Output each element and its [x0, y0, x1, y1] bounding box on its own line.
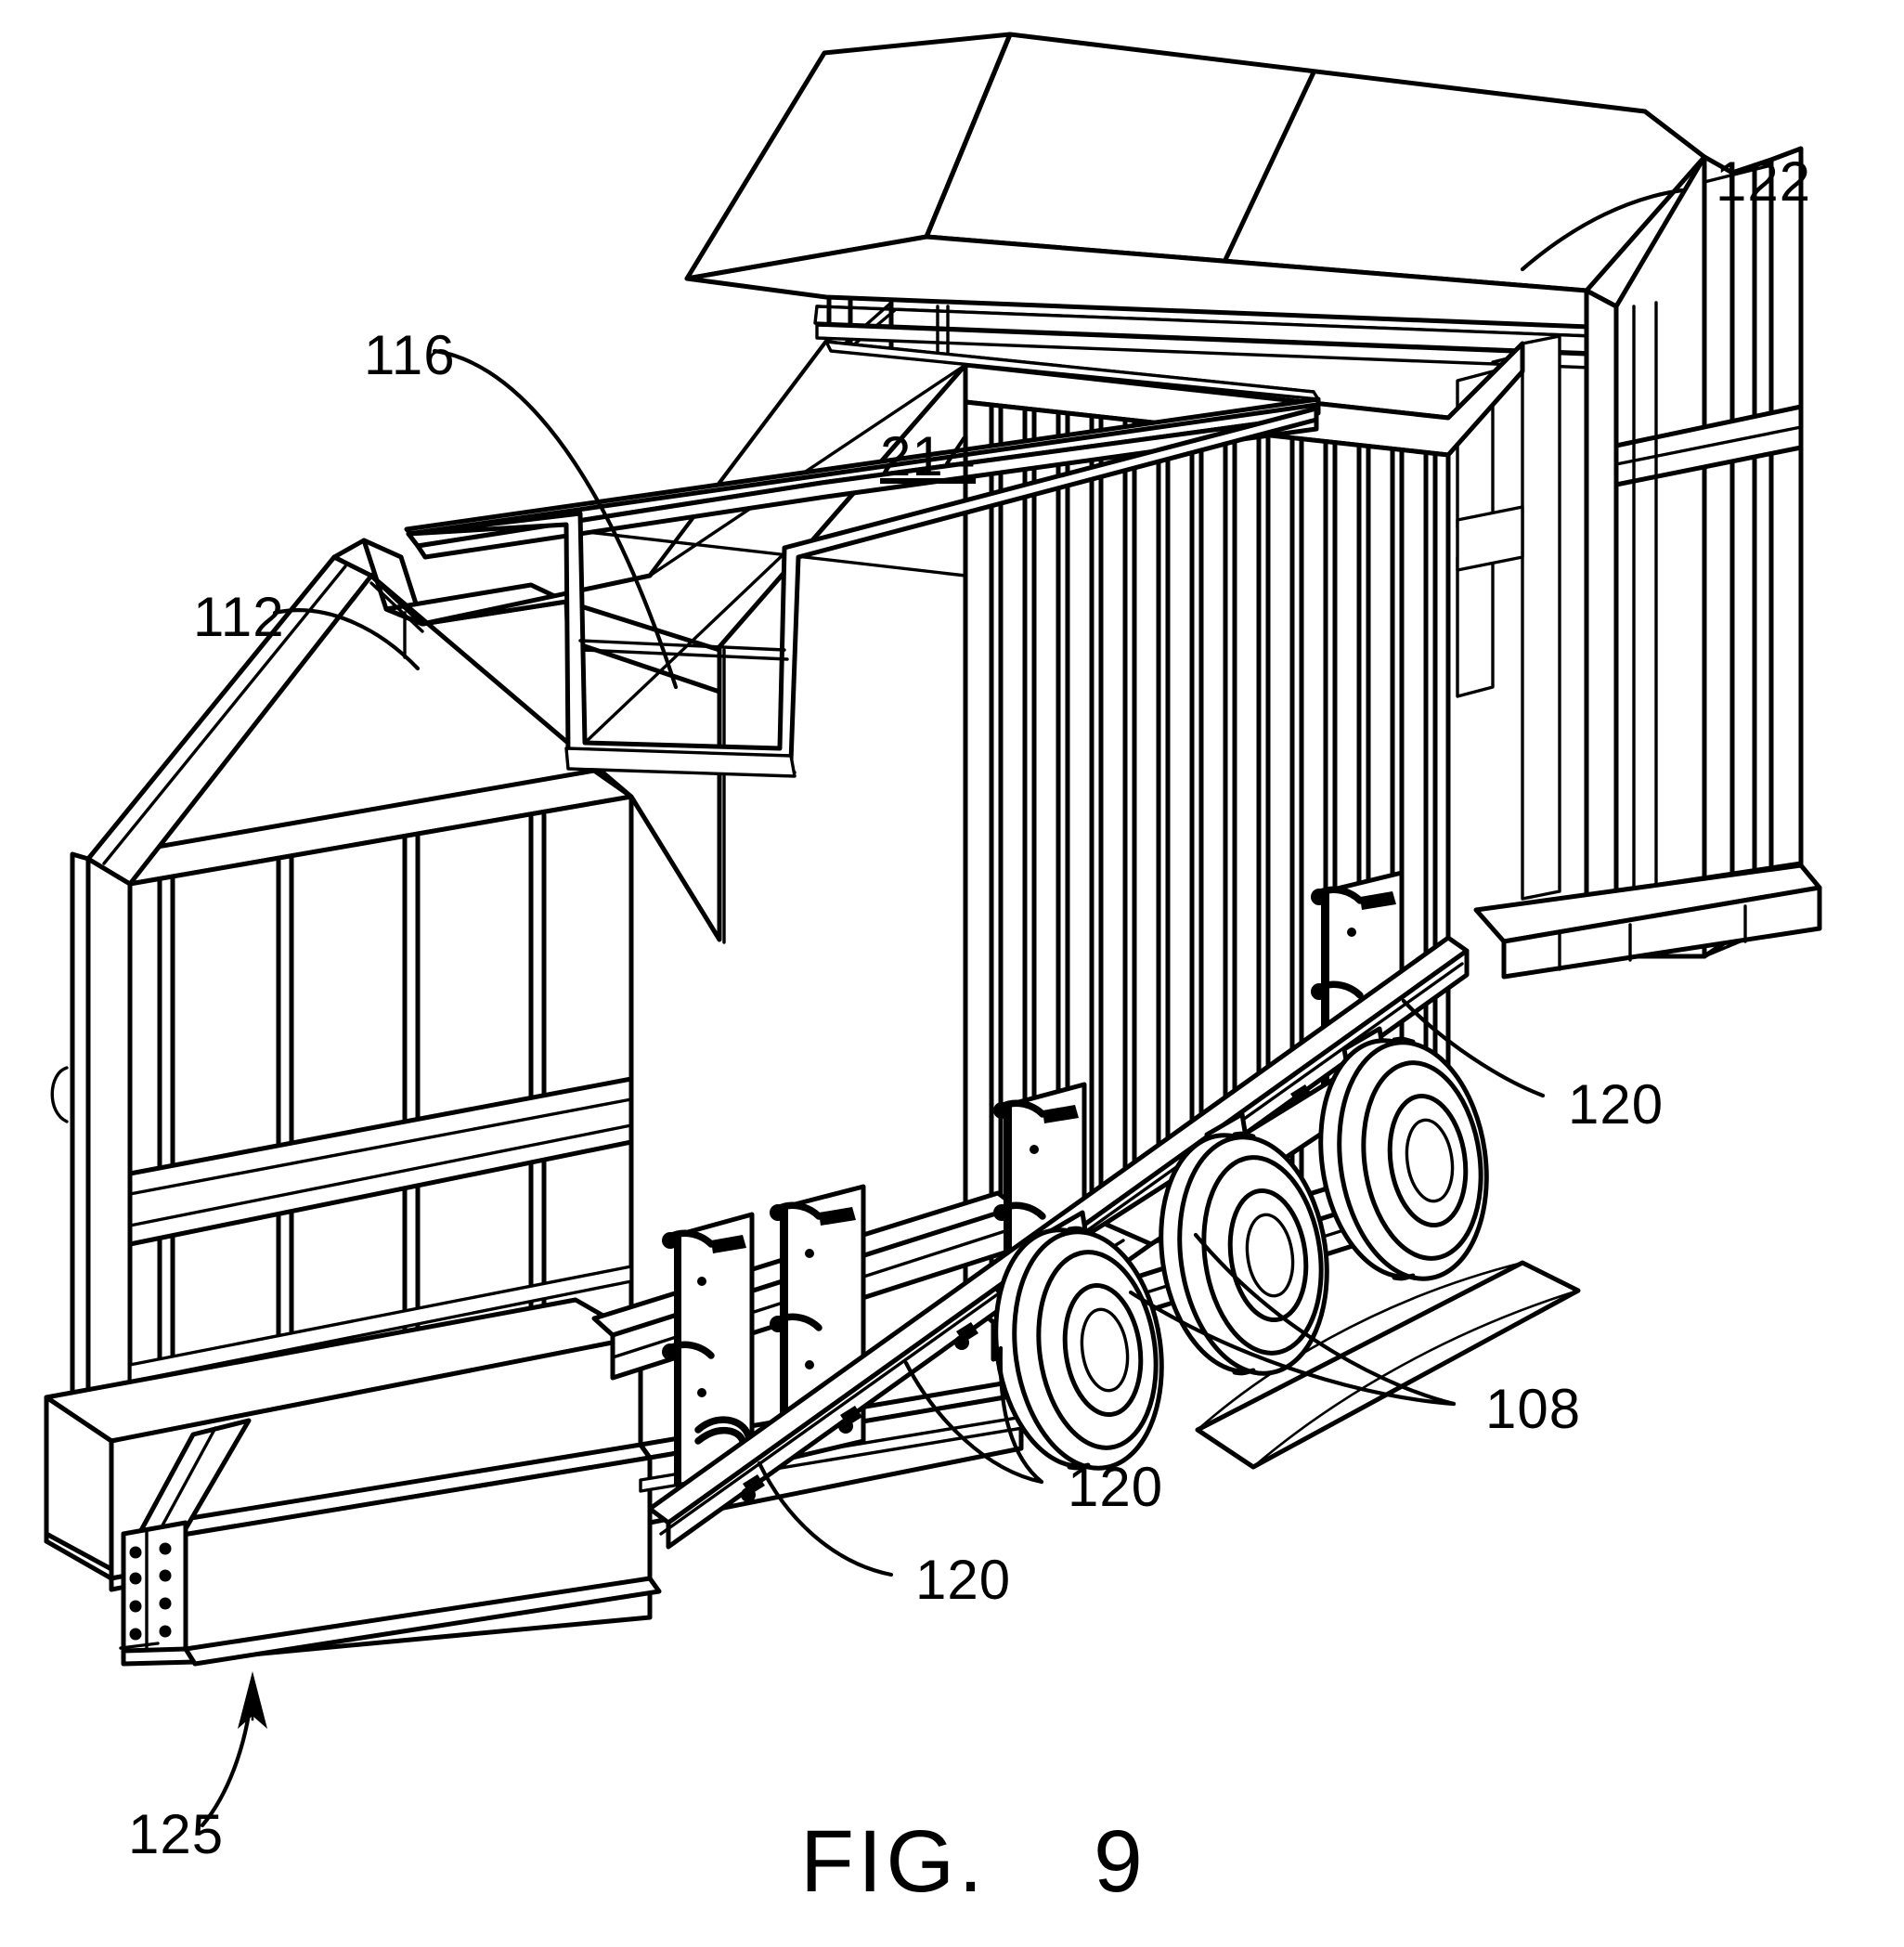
- reference-label-120-right: 120: [1568, 1073, 1664, 1136]
- reference-label-120-mid: 120: [1068, 1456, 1163, 1518]
- reference-label-122: 122: [1716, 150, 1811, 213]
- figure-caption-prefix: FIG.: [800, 1812, 987, 1911]
- reference-label-108: 108: [1485, 1378, 1581, 1440]
- reference-numeral-labels: 122 116 214 112 120 108 120 120 125: [128, 150, 1811, 1865]
- bolt-hole-pattern: [129, 1542, 172, 1641]
- deck-surface-214: [406, 402, 1319, 778]
- reference-label-125: 125: [128, 1803, 224, 1865]
- wheel: [1159, 1131, 1329, 1376]
- reference-label-120-left: 120: [915, 1549, 1011, 1611]
- roof-assembly: [684, 32, 1707, 370]
- wheel-assembly-group: [993, 1036, 1489, 1471]
- wall-studs: [989, 403, 1438, 1295]
- wheel: [993, 1226, 1164, 1471]
- figure-caption: FIG. 9: [800, 1812, 1146, 1911]
- wheel: [1318, 1036, 1489, 1281]
- rear-door-frame: [1456, 146, 1822, 980]
- figure-caption-number: 9: [1094, 1812, 1146, 1911]
- reference-label-116: 116: [364, 324, 456, 386]
- reference-label-112: 112: [193, 586, 285, 648]
- front-left-wall: [50, 768, 634, 1433]
- reference-label-214: 214: [880, 425, 976, 487]
- lead-lines: [200, 188, 1685, 1828]
- left-wall-dividers: [157, 812, 547, 1427]
